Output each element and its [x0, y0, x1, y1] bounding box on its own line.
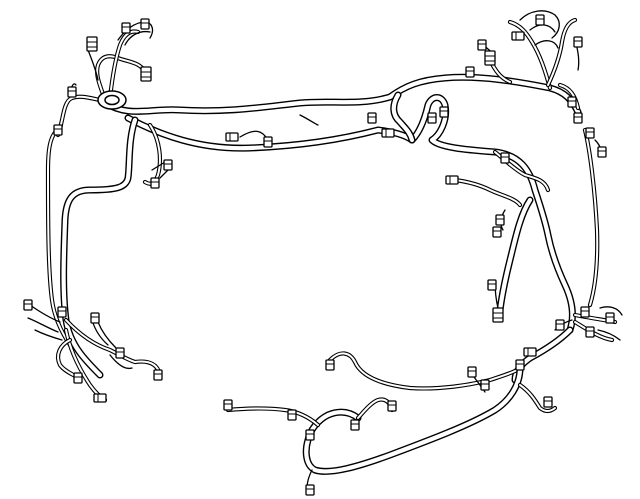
connector: [492, 226, 502, 238]
connector: [515, 359, 525, 371]
connector: [573, 112, 583, 124]
connector: [500, 152, 510, 164]
connector: [439, 106, 449, 118]
connector: [585, 127, 595, 139]
connector: [153, 369, 163, 381]
connector: [57, 306, 67, 318]
connector: [67, 86, 77, 98]
connector: [427, 112, 437, 124]
connector: [93, 393, 107, 403]
connector: [573, 36, 583, 48]
connector: [223, 399, 233, 411]
connector: [477, 39, 487, 51]
connector: [90, 312, 100, 324]
connector: [445, 175, 459, 185]
connector: [350, 419, 360, 431]
connector: [53, 124, 63, 136]
connector: [585, 326, 595, 338]
connector: [511, 31, 525, 41]
top-right-cluster: [481, 10, 581, 111]
connector: [367, 112, 377, 124]
connector: [325, 359, 335, 371]
connector: [23, 299, 33, 311]
connector: [580, 306, 590, 318]
connector: [484, 50, 496, 66]
connector: [535, 14, 545, 26]
connector: [121, 22, 131, 34]
connector: [465, 66, 475, 78]
connector: [543, 396, 553, 408]
connector: [287, 409, 297, 421]
connector: [115, 347, 125, 359]
connector: [605, 312, 615, 324]
connector: [86, 36, 98, 52]
connector: [492, 307, 504, 323]
connector: [140, 66, 152, 82]
connector: [73, 372, 83, 384]
connector: [263, 136, 273, 148]
connector: [305, 429, 315, 441]
connector: [163, 159, 173, 171]
connector: [467, 366, 477, 378]
connector: [523, 347, 537, 357]
connector: [487, 279, 497, 291]
connector: [225, 132, 239, 142]
connector: [597, 146, 607, 158]
connector: [140, 18, 150, 30]
connector: [387, 400, 397, 412]
connector: [381, 128, 395, 138]
connector: [480, 379, 490, 391]
connector: [495, 214, 505, 226]
left-branch: [27, 116, 169, 403]
connector: [305, 484, 315, 496]
top-left-cluster: [55, 21, 154, 138]
connector: [555, 319, 565, 331]
connector: [150, 177, 160, 189]
main-trunk: [101, 73, 582, 152]
connector: [567, 96, 577, 108]
bottom-branch: [225, 351, 558, 493]
